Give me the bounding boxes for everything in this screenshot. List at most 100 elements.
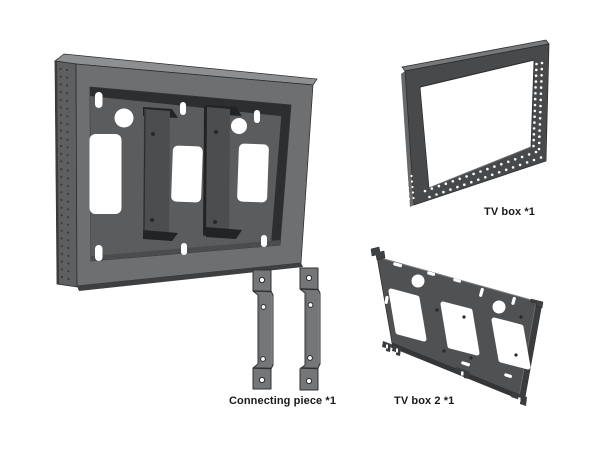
perforation-dot (60, 222, 63, 225)
vesa-cutout (491, 317, 531, 370)
keyhole-slot (95, 245, 103, 261)
perforation-dot (60, 183, 63, 186)
perforation-dot (66, 107, 69, 110)
perforation-dot (66, 192, 69, 195)
perforation-dot (59, 137, 63, 140)
perforation-dot (411, 185, 414, 189)
perforation-dot (67, 246, 70, 250)
perforation-dot (532, 144, 535, 148)
perforation-dot (539, 86, 543, 89)
perforation-dot (59, 114, 62, 117)
perforation-dot (537, 141, 541, 145)
perforation-dot (430, 187, 434, 190)
perforation-dot (540, 67, 544, 71)
perforation-dot (533, 115, 536, 118)
perforation-dot (423, 189, 427, 193)
perforation-dot (513, 158, 517, 161)
tv-box-left-face (401, 71, 414, 207)
perforation-dot (66, 185, 69, 188)
perforation-dot (539, 104, 542, 108)
perforation-dot (59, 75, 62, 78)
perforation-dot (60, 160, 63, 163)
perforation-dot (532, 158, 536, 162)
perforation-dot (60, 152, 63, 155)
perforation-dot (484, 176, 487, 179)
perforation-dot (534, 74, 538, 77)
access-hole (231, 118, 247, 134)
perforation-dot (538, 123, 542, 126)
perforation-dot (411, 191, 415, 194)
perforation-dot (534, 150, 538, 154)
access-hole (114, 108, 134, 128)
perforation-dot (66, 138, 69, 141)
perforation-dot (538, 135, 541, 138)
perforation-dot (456, 185, 459, 189)
perforation-dot (477, 178, 480, 181)
connecting-bracket (299, 267, 321, 391)
perforation-dots (59, 61, 544, 281)
perforation-dot (497, 171, 501, 174)
keyhole-slot (181, 243, 187, 255)
cable-cutout (89, 134, 122, 214)
vesa-cutout (171, 145, 203, 203)
perforation-dot (66, 200, 69, 203)
perforation-dot (67, 231, 70, 234)
perforation-dot (534, 80, 538, 83)
perforation-dot (406, 181, 409, 184)
perforation-dot (60, 144, 63, 148)
perforation-dot (60, 275, 64, 279)
perforation-dot (532, 133, 536, 136)
perforation-dot (410, 180, 414, 183)
perforation-dot (449, 188, 452, 191)
vesa-cutout (237, 143, 269, 203)
perforation-dot (60, 206, 63, 209)
perforation-dot (66, 92, 69, 95)
perforation-dot (533, 97, 537, 101)
perforation-dot (66, 76, 69, 79)
perforation-dot (535, 68, 538, 72)
access-hole (411, 274, 425, 288)
perforation-dot (67, 239, 70, 242)
keyhole-slot (180, 102, 186, 115)
mounting-rail (143, 109, 170, 234)
connecting-bracket (252, 269, 274, 390)
perforation-dot (66, 154, 69, 157)
vesa-cutout (440, 301, 480, 356)
perforation-dot (532, 127, 536, 130)
perforation-dot (67, 216, 70, 219)
perforation-dot (406, 186, 410, 190)
perforation-dot (66, 146, 69, 149)
perforation-dot (60, 198, 63, 202)
perforation-dot (67, 262, 70, 265)
perforation-dot (525, 161, 529, 164)
perforation-dot (458, 177, 462, 181)
tv-box-frame-ring (404, 43, 550, 206)
perforation-dot (533, 103, 537, 107)
perforation-dot (67, 223, 70, 226)
perforation-dot (472, 172, 475, 176)
perforation-dot (66, 161, 69, 164)
connecting-piece-label: Connecting piece *1 (229, 395, 337, 407)
bolt-hole (307, 355, 313, 361)
keyhole-slot (95, 92, 103, 108)
perforation-dot (442, 190, 445, 194)
connecting-piece-render (252, 267, 321, 391)
perforation-dot (66, 99, 69, 103)
perforation-dot (538, 129, 541, 132)
keyhole-slot (254, 110, 260, 123)
perforation-dot (540, 61, 544, 65)
mounting-rail (206, 107, 230, 235)
bolt-hole (258, 276, 266, 284)
perforation-dot (539, 156, 543, 159)
perforation-dot (59, 98, 62, 101)
perforation-dot (60, 191, 63, 194)
perforation-dot (533, 121, 536, 124)
perforation-dot (66, 123, 69, 126)
perforation-dot (435, 193, 438, 196)
tv-box-2-render (370, 246, 544, 406)
perforation-dot (428, 195, 431, 199)
perforation-dot (66, 177, 69, 180)
perforation-dot (534, 86, 537, 89)
perforation-dot (60, 175, 63, 178)
